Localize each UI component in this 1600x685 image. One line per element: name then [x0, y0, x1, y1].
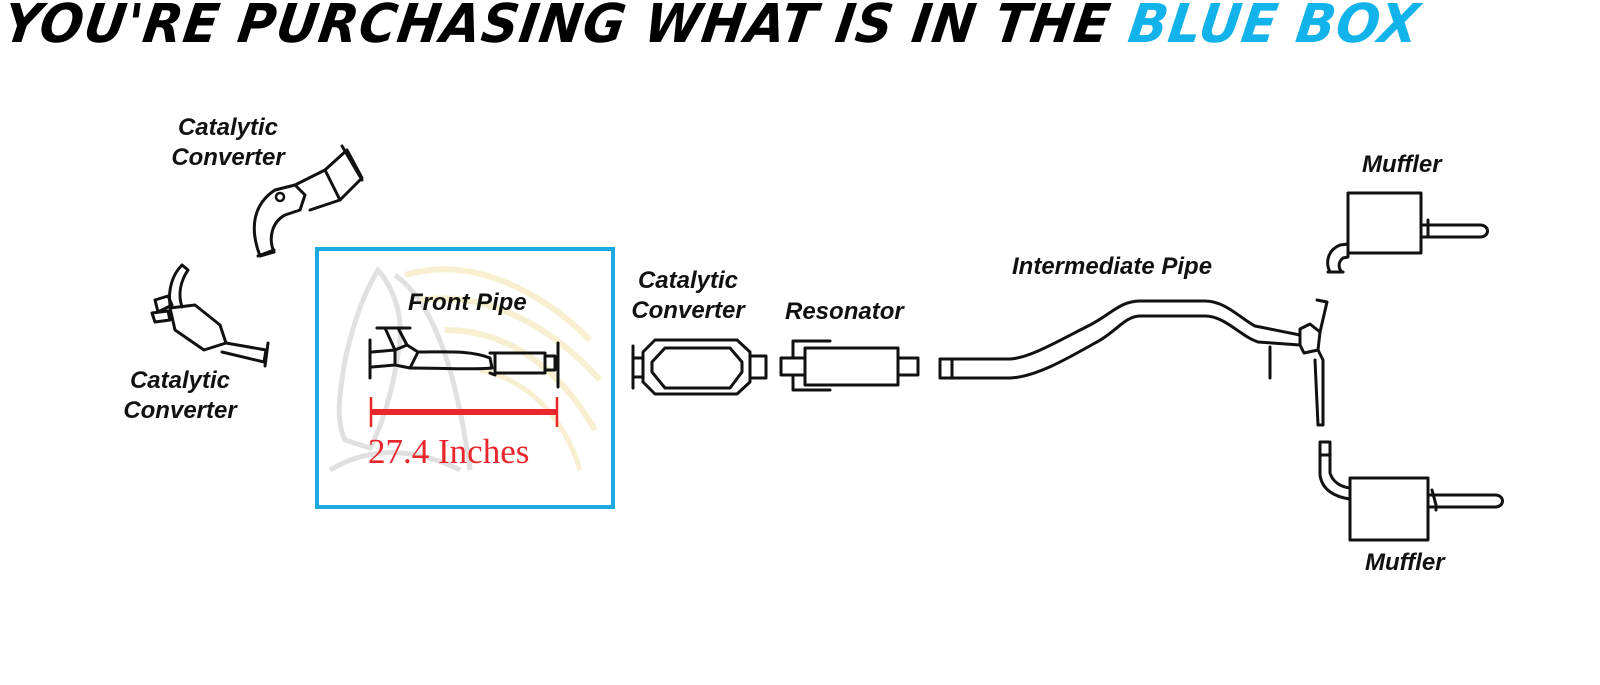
catalytic-converter-lower-drawing	[150, 263, 270, 368]
catalytic-converter-main-drawing	[631, 338, 768, 396]
muffler-lower-drawing	[1318, 453, 1504, 542]
label-muffler-lower: Muffler	[1365, 549, 1445, 576]
label-catalytic-converter-upper: Catalytic Converter	[148, 113, 308, 173]
label-line: Catalytic	[129, 367, 231, 394]
label-catalytic-converter-main: Catalytic Converter	[618, 266, 758, 326]
measurement-label: 27.4 Inches	[368, 432, 530, 471]
label-line: Converter	[123, 397, 237, 424]
watermark-horse-icon	[328, 265, 603, 473]
measurement-bar	[369, 397, 559, 427]
label-front-pipe: Front Pipe	[408, 289, 527, 316]
front-pipe-drawing	[368, 326, 560, 389]
y-pipe-drawing	[1298, 298, 1332, 457]
label-line: Converter	[171, 144, 285, 171]
intermediate-pipe-drawing	[938, 299, 1302, 380]
label-line: Converter	[631, 297, 745, 324]
label-muffler-upper: Muffler	[1362, 151, 1442, 178]
muffler-upper-drawing	[1326, 191, 1489, 274]
highlight-box	[315, 247, 615, 509]
label-intermediate-pipe: Intermediate Pipe	[1012, 253, 1213, 280]
catalytic-converter-upper-drawing	[252, 144, 364, 258]
label-line: Catalytic	[637, 267, 739, 294]
label-line: Catalytic	[177, 114, 279, 141]
label-catalytic-converter-lower: Catalytic Converter	[100, 366, 260, 426]
label-resonator: Resonator	[785, 298, 904, 325]
resonator-drawing	[779, 339, 920, 392]
